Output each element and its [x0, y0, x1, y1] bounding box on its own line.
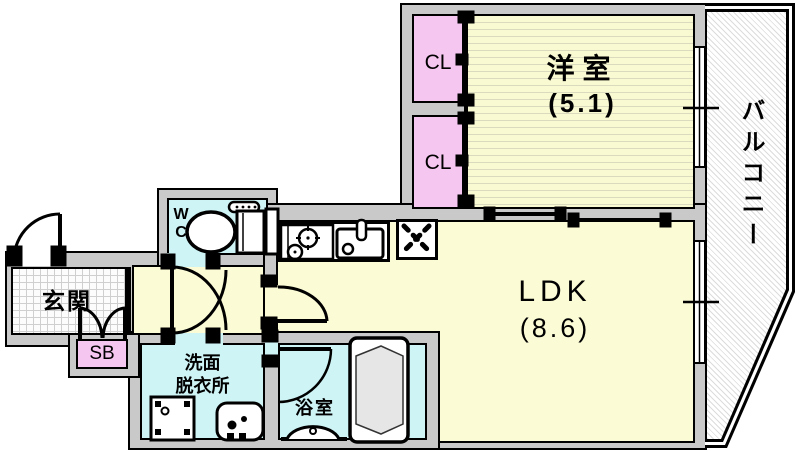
bathroom-door-opening — [265, 341, 278, 357]
western-room-name: 洋室 — [546, 53, 619, 84]
washroom-label-line2: 脱衣所 — [175, 375, 230, 396]
toilet-icon — [185, 200, 280, 256]
shoebox-label: SB — [89, 343, 115, 364]
shoebox-floor — [76, 339, 128, 369]
shoebox-doors-icon — [78, 306, 127, 340]
entrance-step-edge — [127, 267, 131, 335]
ldk-size: (8.6) — [519, 313, 591, 343]
vanity-icon — [215, 401, 265, 442]
balcony-label: バルコニー — [737, 97, 764, 253]
entrance-floor — [11, 267, 127, 335]
washing-machine-icon — [149, 395, 196, 442]
closet-upper-label: CL — [424, 51, 452, 74]
closet-upper-floor — [412, 14, 464, 103]
wc-door-opening — [167, 253, 211, 267]
refrigerator-icon — [401, 223, 432, 254]
bathroom-label: 浴室 — [295, 398, 335, 418]
washroom-label-line1: 洗面 — [184, 353, 221, 373]
entrance-door-opening — [21, 249, 53, 266]
window-icon — [683, 48, 719, 362]
entrance-label: 玄関 — [42, 288, 92, 314]
ldk-door-swing-icon — [260, 274, 329, 330]
wc-label-w: W — [173, 206, 189, 223]
ldk-door-opening — [265, 285, 278, 319]
bathroom-door-swing-icon — [261, 329, 333, 404]
ldk-label: LDK (8.6) — [440, 274, 670, 346]
ldk-name: LDK — [518, 275, 592, 308]
western-room-size: (5.1) — [548, 87, 617, 118]
wc-label: W C — [170, 206, 192, 241]
bathtub-icon — [348, 336, 410, 444]
sliding-door-icon — [483, 206, 672, 228]
western-room-label: 洋室 (5.1) — [470, 52, 695, 119]
wc-label-c: C — [175, 223, 187, 241]
wc-door-swing-icon — [160, 253, 228, 344]
kitchen-sink-icon — [335, 218, 385, 260]
washroom-label: 洗面 脱衣所 — [140, 352, 265, 397]
stove-icon — [279, 223, 335, 261]
balcony — [698, 1, 798, 451]
closet-lower-label: CL — [424, 151, 452, 174]
entrance-door-swing-icon — [6, 212, 67, 267]
bath-basin-icon — [281, 425, 347, 441]
closet-sliding-doors-icon — [455, 10, 475, 208]
